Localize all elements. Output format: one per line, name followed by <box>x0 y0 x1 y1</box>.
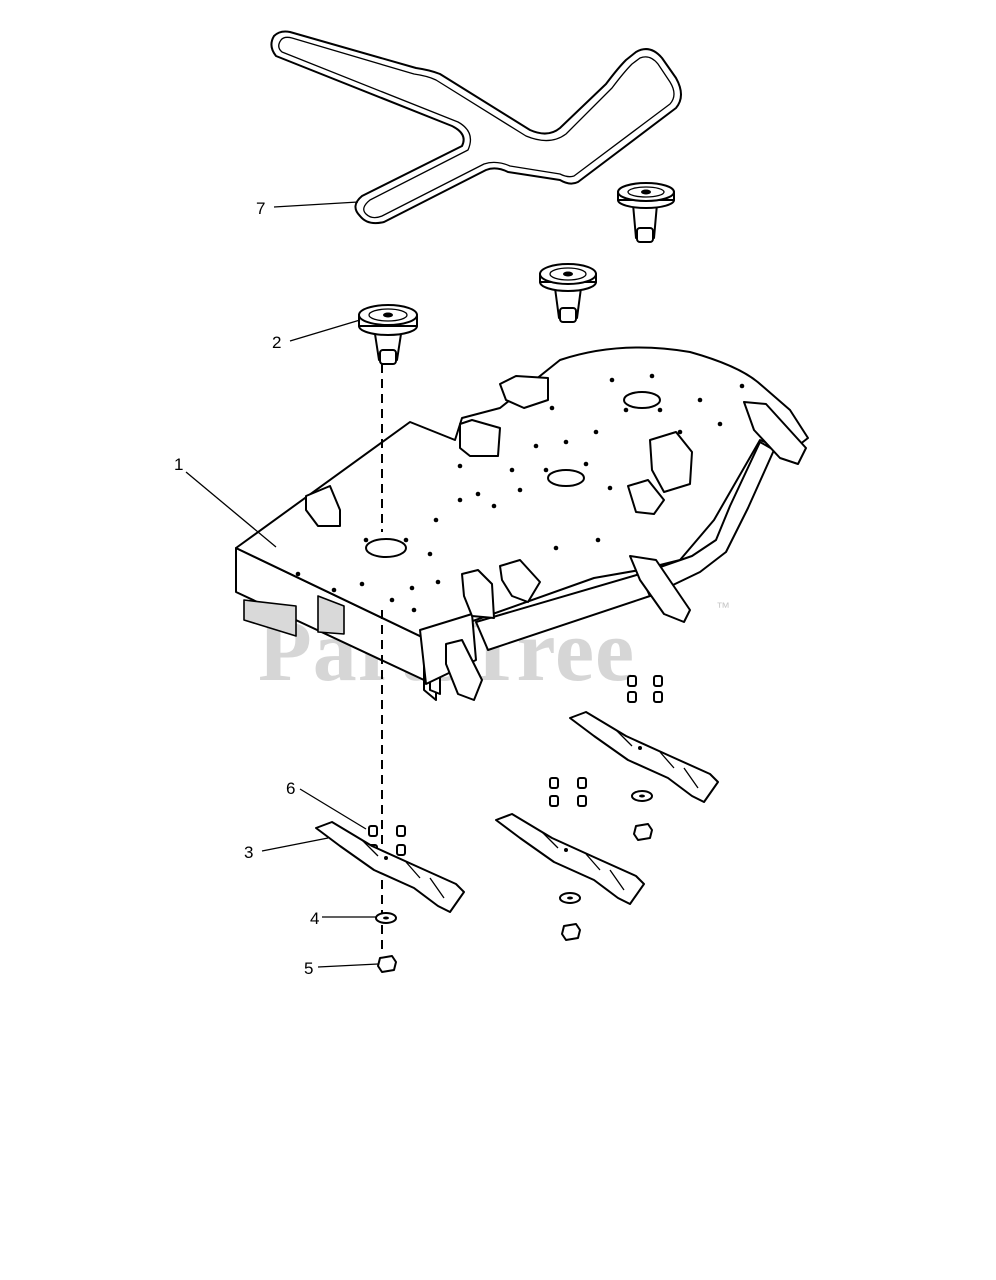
deck-rivets <box>295 373 745 613</box>
spindle-pulley-left <box>358 304 418 365</box>
callout-1: 1 <box>174 455 183 474</box>
callout-4: 4 <box>310 909 319 928</box>
callout-3: 3 <box>244 843 253 862</box>
callout-7: 7 <box>256 199 265 218</box>
spindle-pulley-middle <box>539 263 597 323</box>
callout-6: 6 <box>286 779 295 798</box>
washers <box>375 790 653 924</box>
blade-left <box>315 821 465 913</box>
mounting-bolts-middle <box>549 777 587 807</box>
leader-lines <box>185 201 379 968</box>
blade-middle <box>495 813 645 905</box>
callout-5: 5 <box>304 959 313 978</box>
blade-right <box>569 711 719 803</box>
nuts <box>377 823 653 973</box>
spindle-pulley-right <box>617 182 675 243</box>
mounting-bolts-right-upper <box>627 675 663 703</box>
drive-belt <box>270 30 682 225</box>
callouts: 7 2 1 6 3 4 5 <box>174 199 319 978</box>
watermark-trademark: ™ <box>716 599 730 615</box>
callout-2: 2 <box>272 333 281 352</box>
mower-deck <box>235 346 809 701</box>
